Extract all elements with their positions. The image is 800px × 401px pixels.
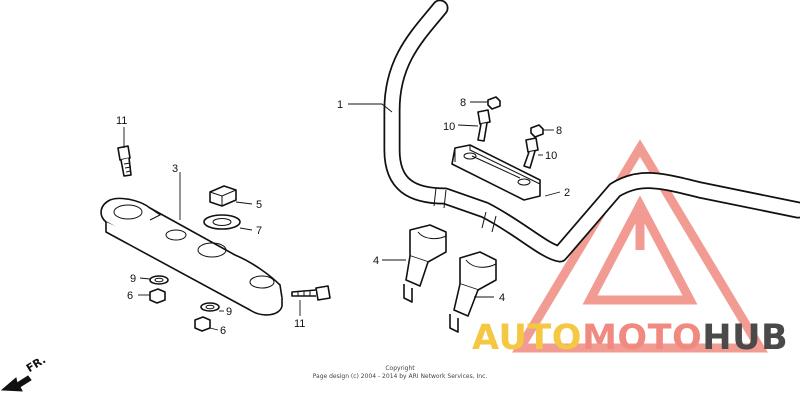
leader-lines [123,101,561,331]
watermark-moto: MOTO [582,318,703,358]
bolt-cap-lower [530,124,544,138]
small-washer-left [149,275,169,285]
bolt-cap-upper [487,96,501,110]
small-washer-right [200,302,220,312]
nut-left [149,288,166,304]
callout-11-lower: 11 [294,318,305,330]
watermark-hub: HUB [702,318,789,358]
callout-1: 1 [337,99,343,111]
callout-9-left: 9 [130,273,136,285]
callout-4-right: 4 [499,292,505,304]
callout-8-lower: 8 [556,125,562,137]
callout-10-lower: 10 [545,150,557,162]
callout-3: 3 [172,163,178,175]
callout-2: 2 [564,187,570,199]
callout-11-upper: 11 [116,115,127,127]
nut-right [194,316,211,332]
washer [203,214,241,230]
callout-10-upper: 10 [443,121,455,133]
holder-bolt-upper [477,109,491,142]
handlebar [383,0,800,263]
callout-8-upper: 8 [460,97,466,109]
watermark-text: AUTOMOTOHUB [472,318,788,358]
callout-5: 5 [256,199,262,211]
front-direction-arrow [0,375,32,392]
callout-9-right: 9 [226,306,232,318]
pinch-bolt-upper [117,145,132,177]
callout-4-left: 4 [373,255,379,267]
holder-bolt-lower [523,137,539,169]
copyright-notice: Copyright Page design (c) 2004 - 2014 by… [300,365,500,381]
watermark-auto: AUTO [472,318,583,358]
upper-holder [451,144,541,201]
callout-6-right: 6 [220,325,226,337]
top-bridge [100,197,283,316]
lower-holder-left [403,224,447,303]
steering-stem-nut [209,185,237,207]
copyright-line-1: Copyright [385,365,415,372]
pinch-bolt-lower [291,285,331,301]
callout-6-left: 6 [127,290,133,302]
copyright-line-2: Page design (c) 2004 - 2014 by ARI Netwo… [312,373,488,380]
callout-7: 7 [256,225,262,237]
watermark-logo [512,139,768,353]
lower-holder-right [449,251,497,333]
callout-labels: 1 2 3 4 4 5 7 8 8 10 10 11 11 9 9 6 6 [116,97,570,337]
